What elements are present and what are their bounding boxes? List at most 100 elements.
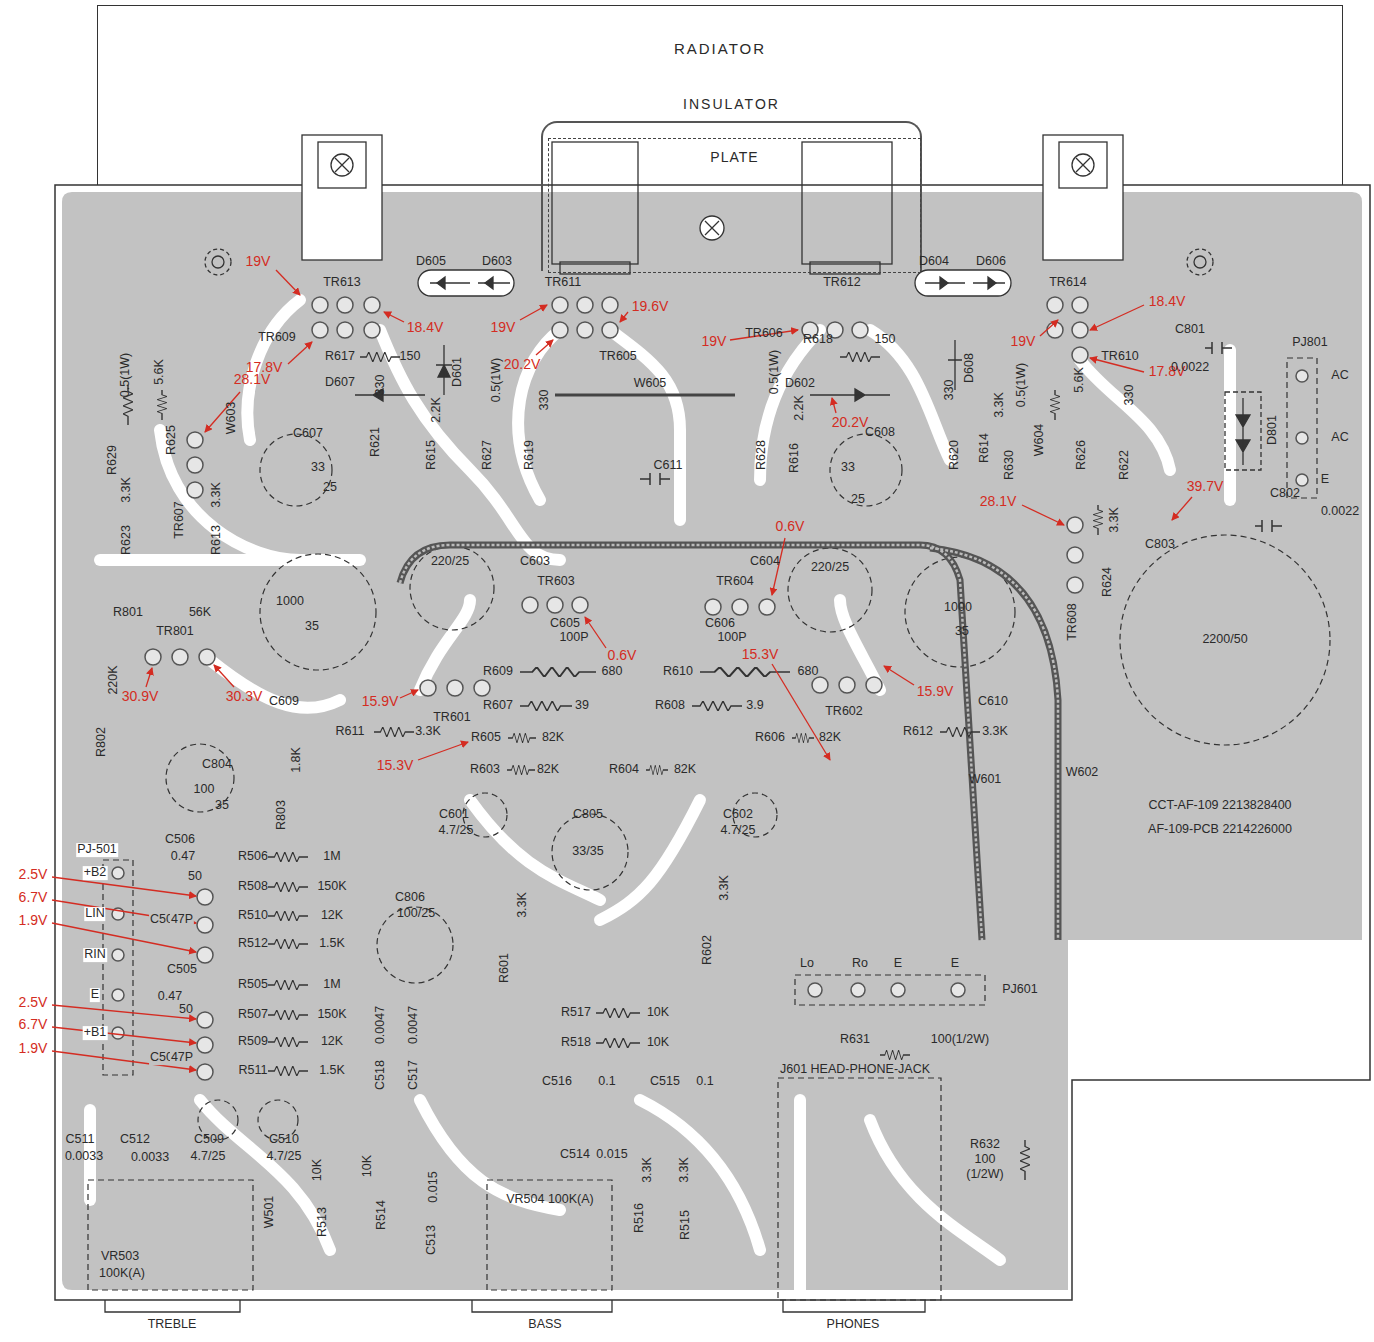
part-label: R629 — [106, 445, 120, 475]
part-label: D604 — [919, 255, 949, 269]
part-label: 220K — [107, 665, 121, 694]
part-label: 3.3K — [718, 875, 732, 901]
part-label: 100 — [194, 783, 215, 797]
part-label: 4.7/25 — [439, 824, 474, 838]
part-label: 3.3K — [678, 1157, 692, 1183]
part-label: 2.2K — [430, 397, 444, 423]
part-label: 0.47 — [157, 990, 183, 1004]
part-label: 1.5K — [319, 937, 345, 951]
part-label: 5.6K — [153, 359, 167, 385]
voltage-reading: 19V — [702, 334, 727, 349]
part-label: R627 — [481, 440, 495, 470]
part-label: D602 — [785, 377, 815, 391]
part-label: 0.5(1W) — [490, 358, 504, 402]
part-label: 5.6K — [1073, 367, 1087, 393]
part-label: 0.0047 — [374, 1006, 388, 1044]
shielded-wire — [400, 395, 1058, 940]
part-label: R620 — [948, 440, 962, 470]
part-label: R606 — [755, 731, 785, 745]
part-label: TR801 — [156, 625, 194, 639]
part-label: 0.5(1W) — [119, 353, 133, 397]
part-label: E — [90, 988, 100, 1002]
part-label: C601 — [439, 808, 469, 822]
part-label: TR601 — [433, 711, 471, 725]
part-label: TR606 — [745, 327, 783, 341]
part-label: R609 — [483, 665, 513, 679]
part-label: R515 — [679, 1210, 693, 1240]
part-label: 25 — [323, 481, 337, 495]
part-label: R803 — [275, 800, 289, 830]
part-label: W501 — [263, 1196, 277, 1229]
insulator: INSULATORPLATE — [541, 121, 922, 271]
part-label: 4.7/25 — [267, 1150, 302, 1164]
part-label: TR605 — [599, 350, 637, 364]
node-title: PLATE — [549, 149, 920, 165]
part-label: 12K — [321, 909, 343, 923]
part-label: R621 — [369, 427, 383, 457]
part-label: 100/25 — [397, 907, 435, 921]
part-label: C513 — [425, 1225, 439, 1255]
part-label: 100P — [717, 631, 746, 645]
part-label: R509 — [238, 1035, 268, 1049]
part-label: 12K — [321, 1035, 343, 1049]
heat-sink: RADIATOR INSULATOR PLATE — [97, 5, 1343, 185]
part-label: 0.015 — [596, 1148, 627, 1162]
part-label: VR504 100K(A) — [506, 1193, 594, 1207]
voltage-reading: 2.5V — [19, 867, 48, 882]
part-label: 220/25 — [431, 555, 469, 569]
voltage-reading: 2.5V — [19, 995, 48, 1010]
diode-symbols — [355, 270, 1261, 470]
voltage-reading: 19V — [1011, 334, 1036, 349]
part-label: TR607 — [173, 501, 187, 539]
part-label: 4.7/25 — [191, 1150, 226, 1164]
node-title: INSULATOR — [543, 96, 920, 112]
part-label: 0.47 — [170, 850, 196, 864]
part-label: 50 — [179, 1003, 193, 1017]
node-title: RADIATOR — [98, 40, 1342, 57]
part-label: PJ801 — [1292, 336, 1327, 350]
part-label: R613 — [210, 525, 224, 555]
part-label: 4.7/25 — [721, 824, 756, 838]
part-label: R623 — [120, 525, 134, 555]
part-label: E — [1321, 473, 1329, 487]
part-label: 150 — [875, 333, 896, 347]
part-label: 47P — [170, 913, 194, 927]
part-label: C603 — [520, 555, 550, 569]
part-label: 82K — [537, 763, 559, 777]
board-outline — [55, 185, 1370, 1300]
part-label: R514 — [375, 1200, 389, 1230]
part-label: AC — [1331, 369, 1348, 383]
part-label: 150K — [317, 1008, 346, 1022]
part-label: D607 — [325, 376, 355, 390]
part-label: 3.3K — [993, 392, 1007, 418]
part-label: 100K(A) — [99, 1267, 145, 1281]
heat-sink-parts — [205, 135, 1213, 275]
part-label: 3.3K — [120, 477, 134, 503]
part-label: 1000 — [276, 595, 304, 609]
voltage-reading: 1.9V — [19, 1041, 48, 1056]
part-label: R631 — [840, 1033, 870, 1047]
part-label: 3.3K — [982, 725, 1008, 739]
part-label: C505 — [167, 963, 197, 977]
part-label: 35 — [305, 620, 319, 634]
part-label: R518 — [561, 1036, 591, 1050]
voltage-reading: 1.9V — [19, 913, 48, 928]
part-label: 56K — [189, 606, 211, 620]
part-label: TR609 — [258, 331, 296, 345]
part-label: PJ601 — [1002, 983, 1037, 997]
voltage-reading: 15.3V — [377, 758, 414, 773]
part-label: TREBLE — [148, 1318, 197, 1332]
part-label: 0.015 — [427, 1171, 441, 1202]
voltage-reading: 6.7V — [19, 890, 48, 905]
part-label: W605 — [634, 377, 667, 391]
part-label: 3.3K — [415, 725, 441, 739]
part-label: R614 — [978, 433, 992, 463]
part-label: TR613 — [323, 276, 361, 290]
part-label: C514 — [560, 1148, 590, 1162]
part-label: AF-109-PCB 2214226000 — [1148, 823, 1292, 837]
part-label: R506 — [238, 850, 268, 864]
part-label: 0.0022 — [1321, 505, 1359, 519]
part-label: C509 — [194, 1133, 224, 1147]
part-label: R626 — [1075, 440, 1089, 470]
part-label: Ro — [852, 957, 868, 971]
